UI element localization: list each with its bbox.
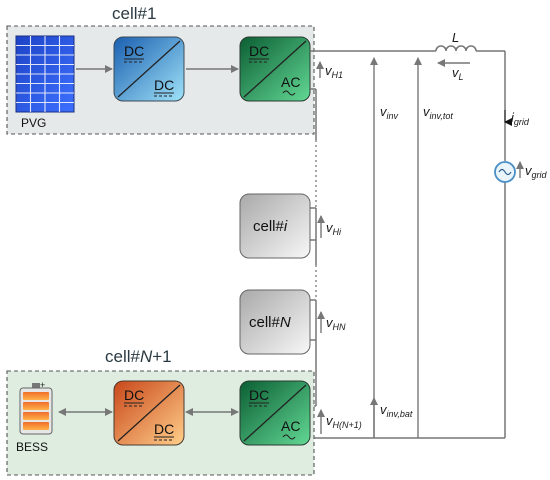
dcac-converter-cellN1: DC AC bbox=[239, 380, 311, 446]
cellN1-title: cell#N+1 bbox=[105, 347, 172, 366]
vinvtot-label: vinv,tot bbox=[423, 104, 453, 121]
dcac-cellN1-dc-label: DC bbox=[249, 387, 269, 403]
vh1-label: vH1 bbox=[325, 63, 343, 80]
bus-wires bbox=[310, 50, 506, 439]
grid-source-icon bbox=[494, 161, 516, 183]
vgrid-label: vgrid bbox=[525, 163, 548, 180]
cell1-title: cell#1 bbox=[112, 4, 156, 23]
dcdc-pv-out-label: DC bbox=[154, 77, 174, 93]
dcac-cell1-dc-label: DC bbox=[249, 43, 269, 59]
cell-i-label: cell#i bbox=[253, 218, 288, 235]
cell-n-block: cell#N bbox=[239, 289, 311, 355]
dcdc-bess-out-label: DC bbox=[154, 421, 174, 437]
bess-label: BESS bbox=[16, 440, 48, 454]
inductor-label: L bbox=[452, 30, 459, 45]
pv-label: PVG bbox=[21, 116, 46, 130]
inductor-icon bbox=[435, 45, 477, 52]
dcdc-bess-in-label: DC bbox=[124, 387, 144, 403]
vhn1-label: vH(N+1) bbox=[326, 413, 362, 430]
pv-panel-icon bbox=[15, 35, 75, 113]
vinvbat-label: vinv,bat bbox=[380, 402, 413, 419]
dcac-converter-cell1: DC AC bbox=[239, 36, 311, 102]
dcac-cellN1-ac-label: AC bbox=[281, 418, 300, 434]
dcdc-converter-bess: DC DC bbox=[113, 380, 185, 446]
dcac-cell1-ac-label: AC bbox=[281, 74, 300, 90]
battery-icon: + bbox=[19, 380, 53, 435]
cell-n-label: cell#N bbox=[249, 314, 291, 331]
dcdc-converter-pv: DC DC bbox=[113, 36, 185, 102]
svg-text:+: + bbox=[40, 380, 45, 390]
vinv-label: vinv bbox=[380, 104, 399, 121]
igrid-label: igrid bbox=[511, 110, 530, 127]
cell-i-block: cell#i bbox=[239, 193, 311, 259]
dcdc-pv-in-label: DC bbox=[124, 43, 144, 59]
vhn-label: vHN bbox=[326, 315, 346, 332]
vhi-label: vHi bbox=[326, 220, 342, 237]
vL-label: vL bbox=[452, 65, 464, 82]
